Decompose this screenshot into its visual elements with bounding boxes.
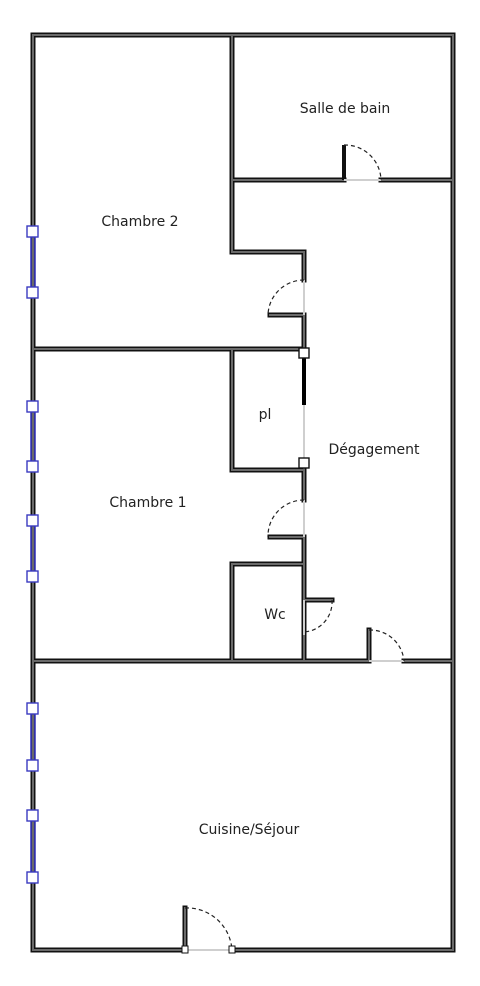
door-chambre-2 (267, 279, 305, 316)
room-label-cuisine-sejour: Cuisine/Séjour (199, 822, 300, 838)
room-label-degagement: Dégagement (329, 442, 420, 458)
window-chambre-1-lower (26, 514, 39, 583)
placard-opening (298, 347, 310, 469)
door-wc (303, 599, 333, 635)
window-cuisine-lower (26, 809, 39, 884)
room-label-salle-de-bain: Salle de bain (300, 101, 391, 117)
door-salle-de-bain (342, 144, 382, 181)
room-label-pl: pl (259, 407, 272, 423)
walls (30, 32, 456, 953)
room-label-chambre-1: Chambre 1 (109, 495, 186, 511)
door-chambre-1 (267, 499, 305, 538)
window-cuisine-upper (26, 702, 39, 772)
window-chambre-1-upper (26, 400, 39, 473)
room-label-chambre-2: Chambre 2 (101, 214, 178, 230)
windows (26, 225, 39, 884)
door-degagement-cuisine (368, 629, 405, 662)
doors (181, 144, 405, 954)
room-label-wc: Wc (264, 607, 286, 623)
window-chambre-2 (26, 225, 39, 299)
door-entrance (181, 907, 236, 954)
walls-fill (32, 34, 454, 951)
walls-outline (30, 32, 456, 953)
room-labels: Salle de bain Chambre 2 pl Dégagement Ch… (101, 101, 420, 838)
